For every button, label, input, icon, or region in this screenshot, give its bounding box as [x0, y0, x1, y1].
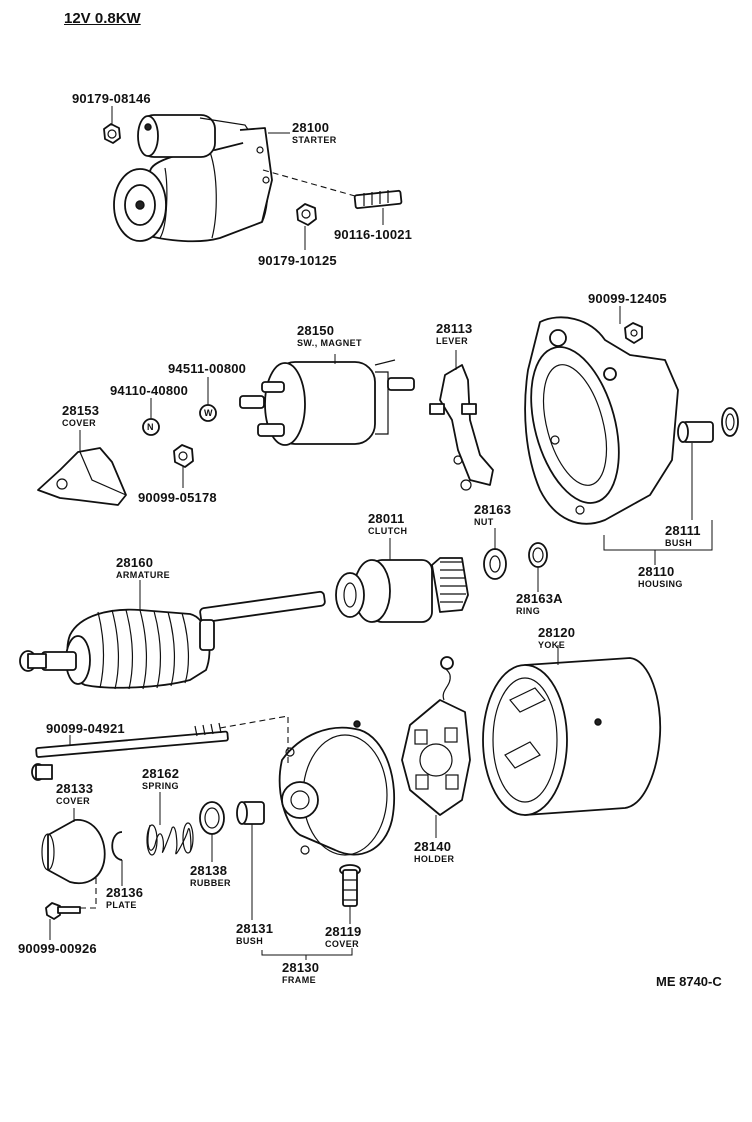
rubber-28138-drawing — [199, 801, 225, 835]
part-name-armature: ARMATURE — [116, 570, 171, 580]
frame-drawing — [278, 720, 396, 856]
part-number-28130: 28130 — [282, 960, 320, 975]
part-name-bush-housing: BUSH — [665, 538, 693, 548]
yoke-drawing — [482, 657, 662, 816]
part-name-cover-top: COVER — [62, 418, 97, 428]
part-number-28111: 28111 — [665, 523, 701, 538]
plate-28136-drawing — [111, 831, 123, 861]
starter-assembly-drawing — [113, 114, 273, 243]
part-name-sw-magnet: SW., MAGNET — [297, 338, 362, 348]
clutch-drawing — [335, 557, 469, 623]
part-number-28131: 28131 — [236, 921, 274, 936]
through-bolt-drawing — [31, 722, 229, 781]
screw-90099-00926-drawing — [45, 902, 81, 920]
part-number-94511-00800: 94511-00800 — [168, 361, 247, 376]
nut-n-label: N — [147, 422, 154, 432]
part-number-28163A: 28163A — [516, 591, 563, 606]
part-name-rubber: RUBBER — [190, 878, 231, 888]
part-name-frame: FRAME — [282, 975, 316, 985]
holder-drawing — [401, 656, 471, 816]
part-number-28150: 28150 — [297, 323, 335, 338]
part-number-28119: 28119 — [325, 924, 362, 939]
part-number-28120: 28120 — [538, 625, 576, 640]
part-number-90099-00926: 90099-00926 — [18, 941, 97, 956]
nut-90179-08146-drawing — [103, 123, 121, 144]
part-number-28113: 28113 — [436, 321, 473, 336]
part-name-starter: STARTER — [292, 135, 337, 145]
part-number-90099-04921: 90099-04921 — [46, 721, 125, 736]
ring-28163A-drawing — [528, 542, 548, 568]
part-number-28153: 28153 — [62, 403, 100, 418]
stud-90116-10021-drawing — [262, 169, 403, 210]
part-name-clutch: CLUTCH — [368, 526, 408, 536]
part-number-28160: 28160 — [116, 555, 154, 570]
cover-28133-drawing — [41, 819, 106, 884]
nut-90099-05178-drawing — [173, 444, 194, 468]
part-number-28133: 28133 — [56, 781, 94, 796]
part-number-90179-08146: 90179-08146 — [72, 91, 151, 106]
figure-code: ME 8740-C — [656, 974, 722, 989]
leader-lines — [49, 106, 621, 960]
part-name-plate: PLATE — [106, 900, 137, 910]
part-name-cover-frame: COVER — [325, 939, 360, 949]
part-number-28140: 28140 — [414, 839, 452, 854]
part-name-nut: NUT — [474, 517, 494, 527]
part-number-90099-05178: 90099-05178 — [138, 490, 217, 505]
part-name-bush-frame: BUSH — [236, 936, 264, 946]
nut-90179-10125-drawing — [296, 203, 317, 226]
diagram-title: 12V 0.8KW — [64, 10, 141, 27]
lever-drawing — [429, 364, 494, 491]
cover-28153-drawing — [37, 447, 127, 506]
bolt-90099-12405-drawing — [624, 322, 643, 344]
spring-28162-drawing — [146, 822, 194, 856]
magnet-switch-drawing — [239, 359, 415, 446]
part-number-28138: 28138 — [190, 863, 228, 878]
part-name-cover-end: COVER — [56, 796, 91, 806]
bush-28131-drawing — [236, 801, 265, 825]
housing-drawing — [524, 316, 679, 525]
part-name-ring: RING — [516, 606, 541, 616]
part-name-lever: LEVER — [436, 336, 469, 346]
cover-28119-drawing — [339, 864, 361, 907]
part-number-28110: 28110 — [638, 564, 675, 579]
part-number-28011: 28011 — [368, 511, 405, 526]
part-name-holder: HOLDER — [414, 854, 455, 864]
part-number-94110-40800: 94110-40800 — [110, 383, 189, 398]
part-number-28162: 28162 — [142, 766, 180, 781]
part-number-28163: 28163 — [474, 502, 512, 517]
nut-28163-drawing — [483, 548, 507, 580]
part-number-90179-10125: 90179-10125 — [258, 253, 337, 268]
part-number-90099-12405: 90099-12405 — [588, 291, 667, 306]
bush-28111-drawing — [677, 407, 739, 443]
part-name-yoke: YOKE — [538, 640, 566, 650]
washer-w-label: W — [204, 408, 213, 418]
part-number-28136: 28136 — [106, 885, 144, 900]
armature-drawing — [19, 590, 326, 690]
part-number-90116-10021: 90116-10021 — [334, 227, 413, 242]
part-name-spring: SPRING — [142, 781, 179, 791]
part-name-housing: HOUSING — [638, 579, 683, 589]
part-number-28100: 28100 — [292, 120, 330, 135]
